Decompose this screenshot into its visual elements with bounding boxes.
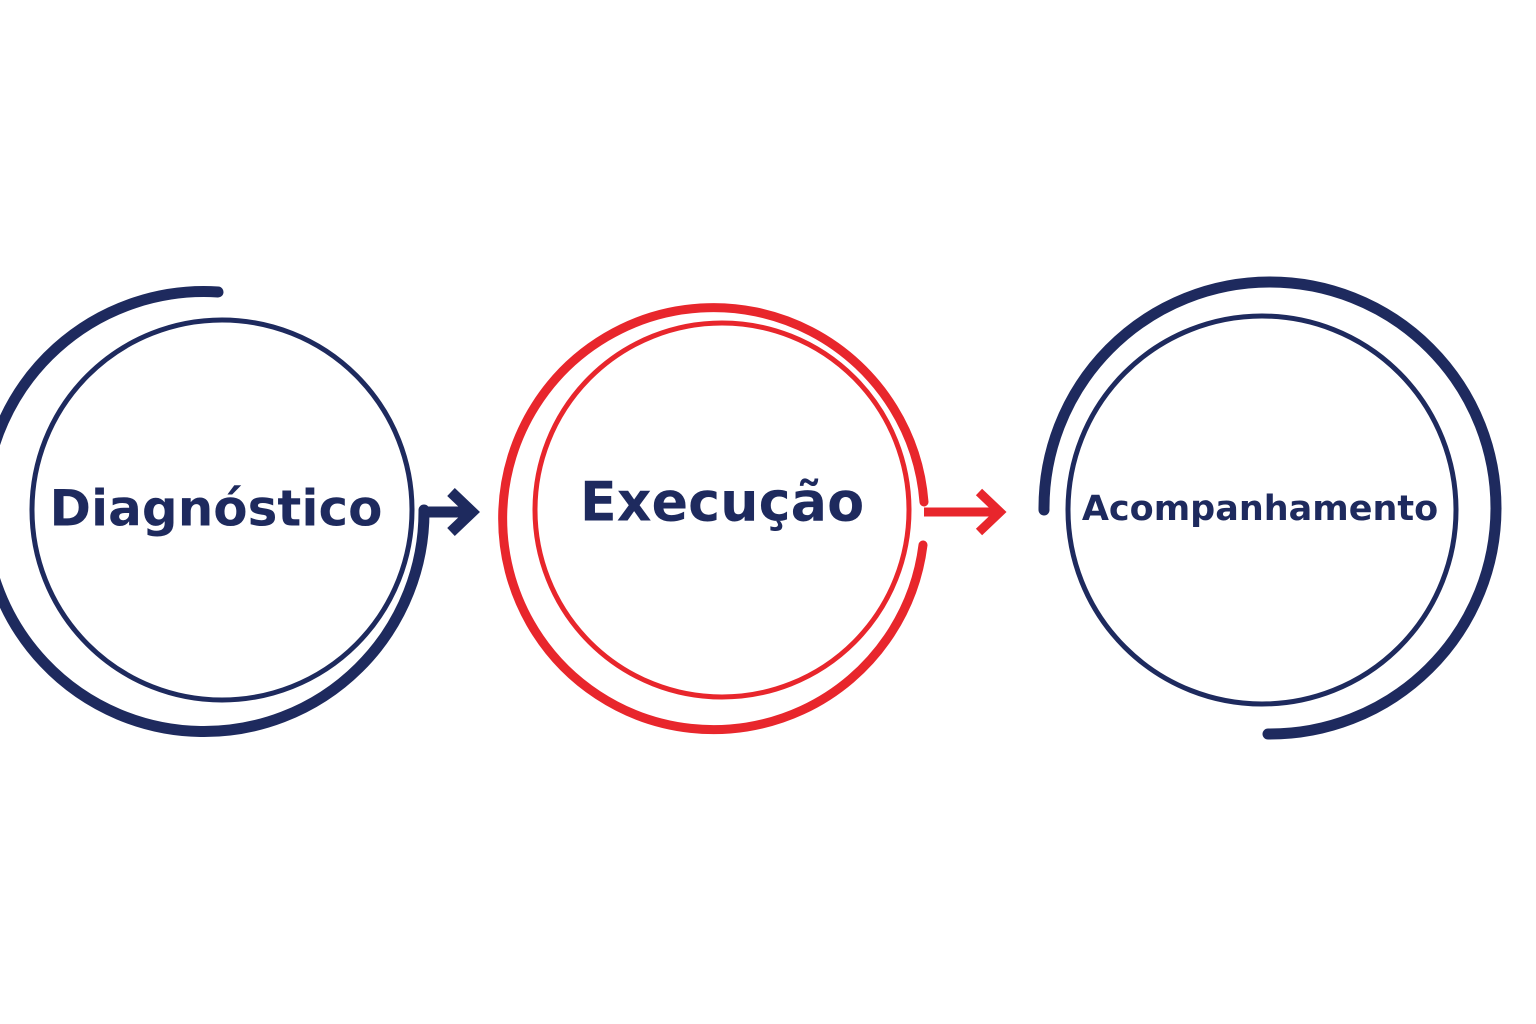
- connector-1: [424, 488, 480, 536]
- step-diagnostico-label: Diagnóstico: [50, 480, 383, 538]
- step-execucao-label: Execução: [580, 471, 864, 534]
- step-acompanhamento-inner-ring: [1065, 313, 1459, 707]
- step-diagnostico-inner-ring: [29, 317, 415, 703]
- arrow-right-icon: [975, 488, 1007, 536]
- step-acompanhamento: Acompanhamento: [1038, 276, 1502, 740]
- step-diagnostico: Diagnóstico: [0, 286, 430, 738]
- step-execucao-outer-arc: [498, 303, 929, 735]
- step-execucao-inner-ring: [532, 320, 912, 700]
- step-diagnostico-outer-arc: [0, 286, 430, 738]
- step-acompanhamento-label: Acompanhamento: [1082, 489, 1438, 529]
- step-acompanhamento-outer-arc: [1038, 276, 1502, 740]
- arrow-right-icon: [447, 488, 480, 536]
- connector-2: [924, 488, 1007, 536]
- step-execucao: Execução: [498, 303, 929, 735]
